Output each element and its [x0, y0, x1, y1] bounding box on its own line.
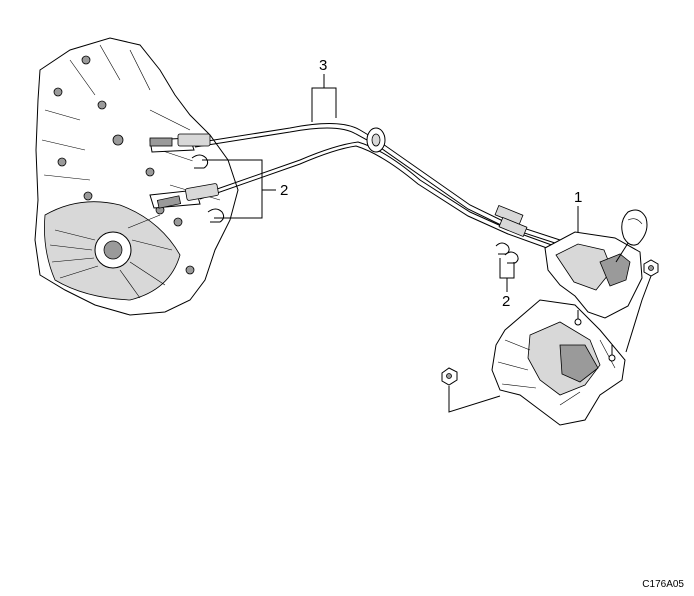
callout-3: 3: [319, 57, 327, 74]
retaining-clips: [191, 154, 519, 264]
transmission-housing: [34, 37, 239, 316]
callout-2-upper: 2: [280, 182, 288, 199]
leader-lines: [202, 74, 652, 413]
callout-2-lower: 2: [502, 293, 510, 310]
figure-code: C176A05: [642, 579, 684, 590]
shift-cables: [149, 122, 561, 253]
mounting-bracket: [441, 299, 626, 426]
callout-1: 1: [574, 189, 582, 206]
shifter-assembly: [544, 209, 659, 319]
